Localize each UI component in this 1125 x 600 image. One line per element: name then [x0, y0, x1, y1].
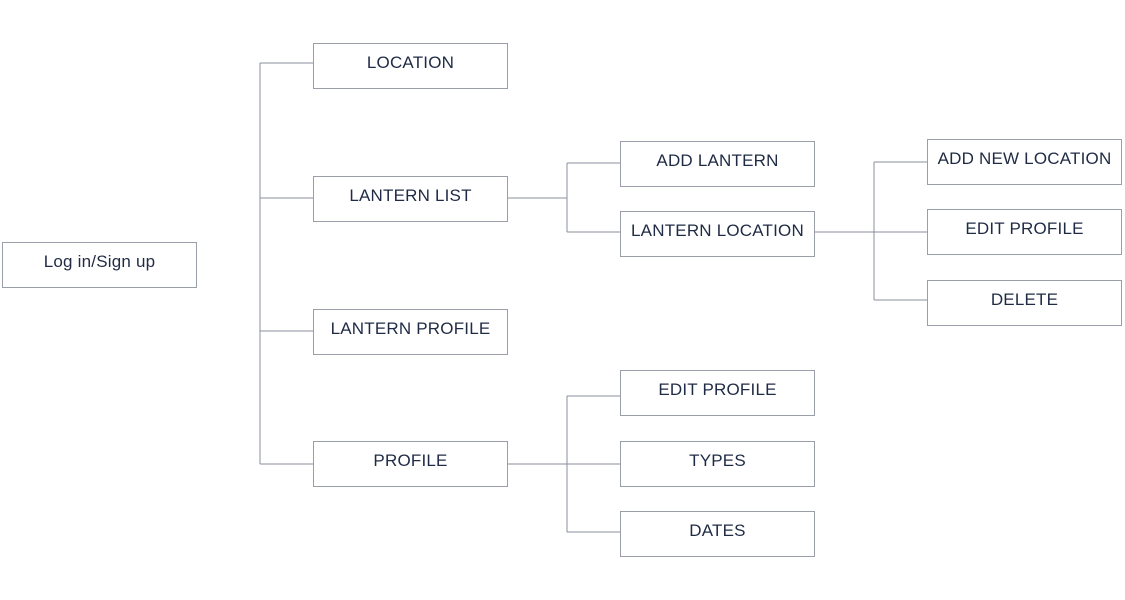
node-lantern-list: LANTERN LIST: [313, 176, 508, 222]
node-add-lantern: ADD LANTERN: [620, 141, 815, 187]
node-location-edit-profile: EDIT PROFILE: [927, 209, 1122, 255]
node-add-new-location: ADD NEW LOCATION: [927, 139, 1122, 185]
node-types: TYPES: [620, 441, 815, 487]
node-profile: PROFILE: [313, 441, 508, 487]
node-lantern-location: LANTERN LOCATION: [620, 211, 815, 257]
node-location: LOCATION: [313, 43, 508, 89]
node-delete: DELETE: [927, 280, 1122, 326]
node-profile-edit-profile: EDIT PROFILE: [620, 370, 815, 416]
node-dates: DATES: [620, 511, 815, 557]
node-lantern-profile: LANTERN PROFILE: [313, 309, 508, 355]
node-login-signup: Log in/Sign up: [2, 242, 197, 288]
